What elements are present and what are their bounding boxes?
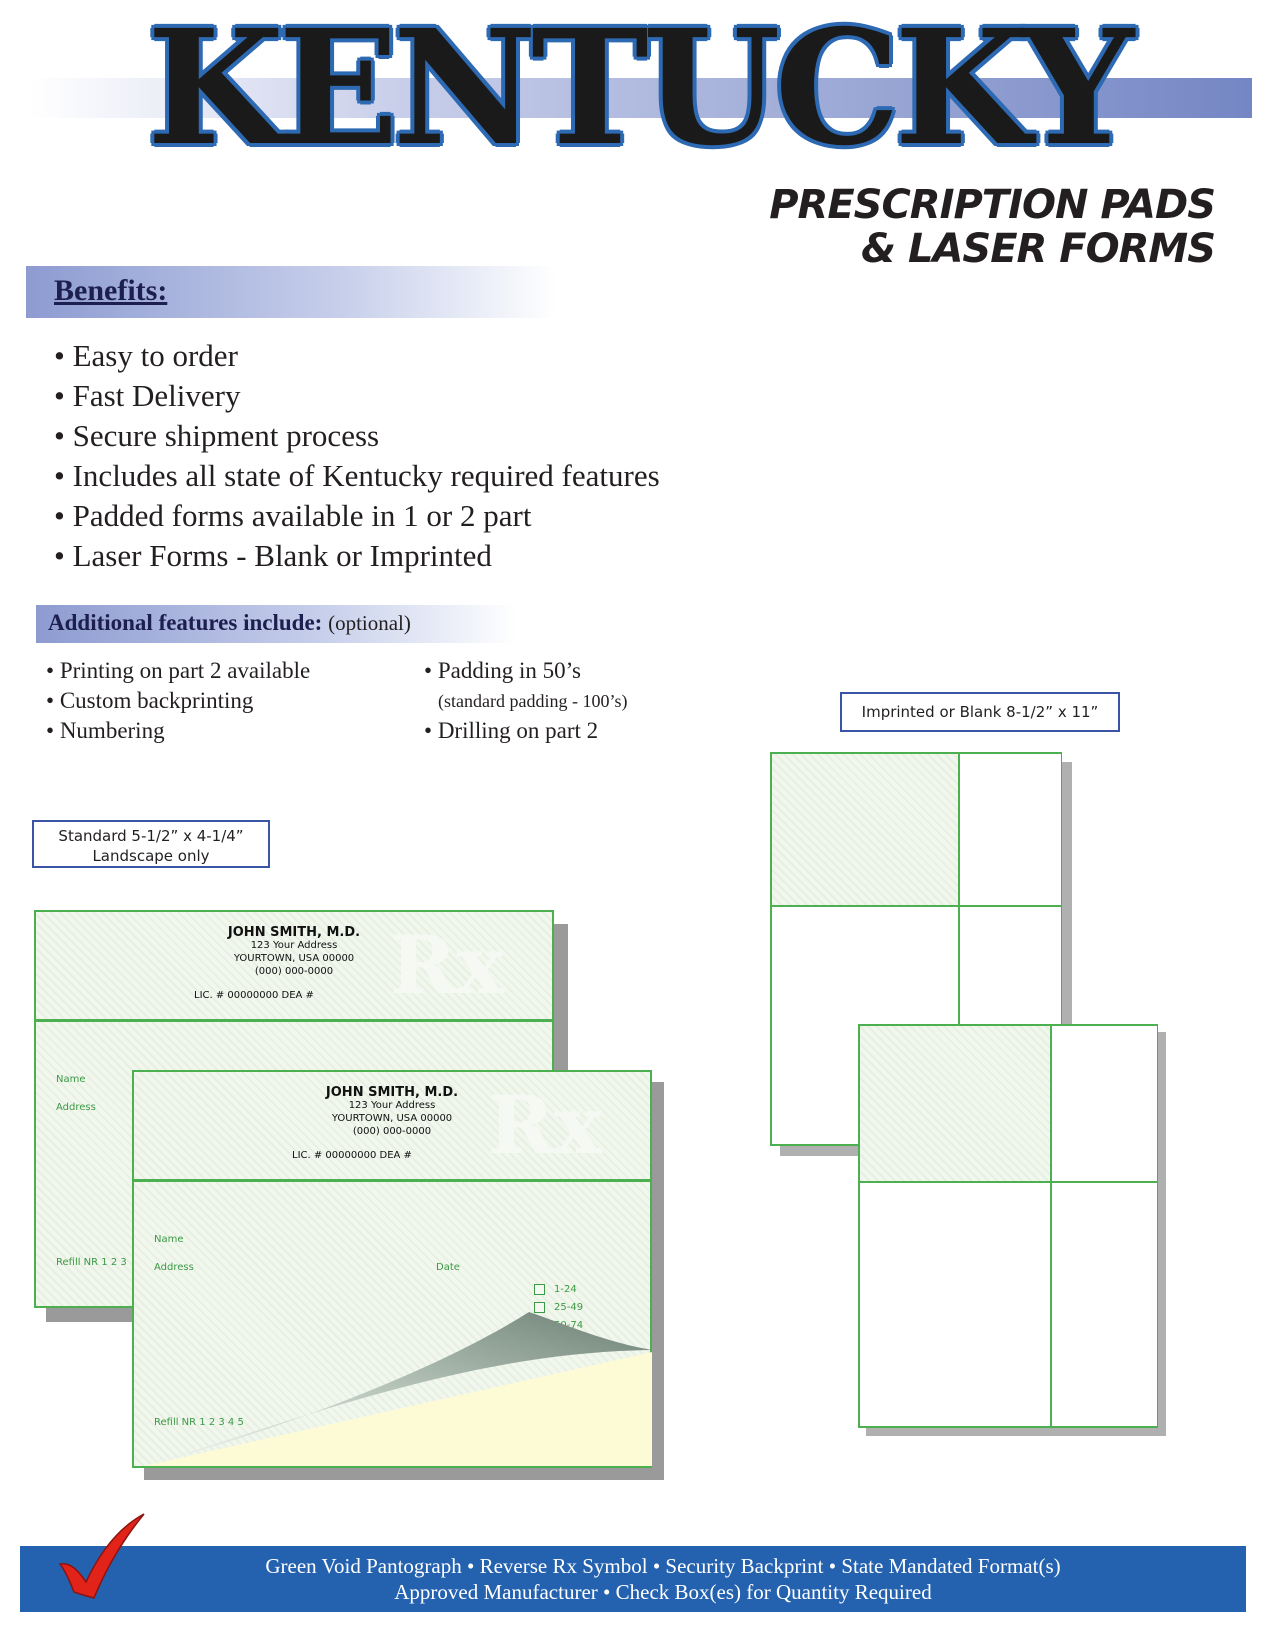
- benefits-heading: Benefits:: [54, 274, 168, 307]
- doctor-name: JOHN SMITH, M.D.: [325, 1085, 459, 1100]
- quantity-label: 1-24: [554, 1284, 577, 1295]
- license-line: LIC. # 00000000 DEA #: [194, 990, 314, 1001]
- license-line: LIC. # 00000000 DEA #: [292, 1150, 412, 1161]
- subtitle-line-1: PRESCRIPTION PADS: [769, 182, 1216, 228]
- doctor-city: YOURTOWN, USA 00000: [331, 1113, 453, 1124]
- laser-size-label: Imprinted or Blank 8-1/2” x 11”: [840, 692, 1120, 732]
- footer-banner: Green Void Pantograph • Reverse Rx Symbo…: [20, 1546, 1246, 1612]
- footer-line-2: Approved Manufacturer • Check Box(es) fo…: [394, 1580, 932, 1604]
- page-curl-icon: [144, 1312, 652, 1466]
- checkmark-icon: [58, 1513, 145, 1599]
- quantity-label: 50-74: [554, 1320, 584, 1331]
- laser-quadrant: [1051, 1025, 1158, 1182]
- list-item: Secure shipment process: [54, 416, 660, 456]
- rx-watermark-icon: Rx: [389, 918, 504, 1012]
- quantity-label: 25-49: [554, 1302, 584, 1313]
- laser-quadrant: [859, 1025, 1051, 1182]
- list-item: Drilling on part 2: [424, 716, 627, 746]
- laser-quadrant: [859, 1182, 1051, 1427]
- laser-quadrant: [1051, 1182, 1158, 1427]
- features-list-left: Printing on part 2 available Custom back…: [46, 656, 310, 746]
- doctor-address: 123 Your Address: [348, 1100, 436, 1111]
- list-item: Includes all state of Kentucky required …: [54, 456, 660, 496]
- refill-label: Refill NR 1 2 3: [56, 1257, 127, 1268]
- name-label: Name: [56, 1074, 86, 1085]
- doctor-phone: (000) 000-0000: [254, 966, 334, 977]
- footer-line-1: Green Void Pantograph • Reverse Rx Symbo…: [265, 1554, 1061, 1578]
- standard-size-line-2: Landscape only: [92, 847, 210, 865]
- rx-pad-front: JOHN SMITH, M.D. 123 Your Address YOURTO…: [132, 1070, 652, 1468]
- list-item: Laser Forms - Blank or Imprinted: [54, 536, 660, 576]
- quantity-checkbox[interactable]: [534, 1302, 545, 1313]
- list-item-note: (standard padding - 100’s): [438, 691, 628, 711]
- subtitle-line-2: & LASER FORMS: [861, 226, 1216, 272]
- additional-heading: Additional features include: (optional): [48, 610, 411, 636]
- doctor-block: JOHN SMITH, M.D. 123 Your Address YOURTO…: [134, 1086, 650, 1138]
- features-list-right: Padding in 50’s (standard padding - 100’…: [424, 656, 627, 746]
- page-subtitle: PRESCRIPTION PADS & LASER FORMS: [769, 182, 1216, 272]
- page-title: KENTUCKY: [146, 0, 1134, 181]
- additional-heading-note: (optional): [328, 611, 411, 635]
- date-label: Date: [436, 1262, 460, 1273]
- list-item: Padding in 50’s: [424, 656, 627, 686]
- benefits-heading-band: Benefits:: [26, 266, 556, 318]
- list-item: Easy to order: [54, 336, 660, 376]
- list-item: Fast Delivery: [54, 376, 660, 416]
- list-item: Custom backprinting: [46, 686, 310, 716]
- pad-header: JOHN SMITH, M.D. 123 Your Address YOURTO…: [36, 912, 552, 1022]
- additional-heading-band: Additional features include: (optional): [36, 605, 516, 643]
- address-label: Address: [56, 1102, 96, 1113]
- additional-heading-text: Additional features include:: [48, 610, 323, 635]
- list-item: Padded forms available in 1 or 2 part: [54, 496, 660, 536]
- standard-size-line-1: Standard 5-1/2” x 4-1/4”: [58, 827, 244, 845]
- refill-label: Refill NR 1 2 3 4 5: [154, 1417, 244, 1428]
- pad-header: JOHN SMITH, M.D. 123 Your Address YOURTO…: [134, 1072, 650, 1182]
- list-item: Numbering: [46, 716, 310, 746]
- standard-size-label: Standard 5-1/2” x 4-1/4” Landscape only: [32, 820, 270, 868]
- quantity-checkbox[interactable]: [534, 1284, 545, 1295]
- doctor-phone: (000) 000-0000: [352, 1126, 432, 1137]
- name-label: Name: [154, 1234, 184, 1245]
- laser-quadrant: [959, 753, 1062, 906]
- doctor-city: YOURTOWN, USA 00000: [233, 953, 355, 964]
- address-label: Address: [154, 1262, 194, 1273]
- rx-watermark-icon: Rx: [487, 1078, 602, 1172]
- title-gradient-band: [30, 78, 1252, 118]
- benefits-list: Easy to order Fast Delivery Secure shipm…: [54, 336, 660, 576]
- doctor-address: 123 Your Address: [250, 940, 338, 951]
- doctor-name: JOHN SMITH, M.D.: [227, 925, 361, 940]
- laser-form-front: [858, 1024, 1158, 1428]
- laser-quadrant: [771, 753, 959, 906]
- doctor-block: JOHN SMITH, M.D. 123 Your Address YOURTO…: [36, 926, 552, 978]
- list-item: Printing on part 2 available: [46, 656, 310, 686]
